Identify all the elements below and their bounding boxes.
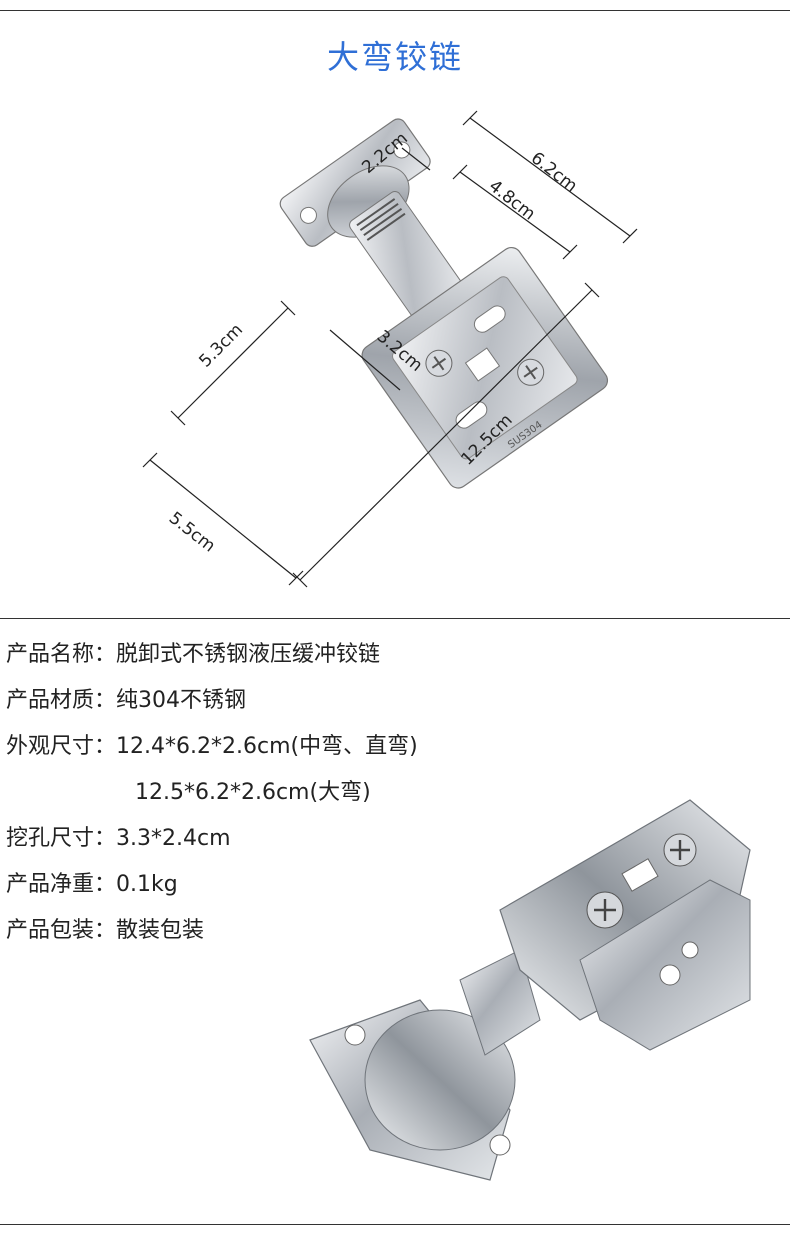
spec-value: 散装包装: [116, 918, 205, 943]
spec-list: 产品名称：脱卸式不锈钢液压缓冲铰链 产品材质：纯304不锈钢 外观尺寸：12.4…: [6, 632, 486, 954]
spec-value: 3.3*2.4cm: [116, 826, 231, 851]
spec-label: 产品名称：: [6, 642, 117, 667]
spec-row-weight: 产品净重：0.1kg: [6, 862, 486, 908]
hinge-diagram-icon: SUS304 2.2cm 6.2cm 4.8cm 5.3cm 3.2cm 12.…: [142, 110, 638, 588]
spec-row-size: 外观尺寸：12.4*6.2*2.6cm(中弯、直弯): [6, 724, 486, 770]
spec-label: 产品净重：: [6, 872, 117, 897]
spec-value: 脱卸式不锈钢液压缓冲铰链: [116, 642, 381, 667]
spec-row-name: 产品名称：脱卸式不锈钢液压缓冲铰链: [6, 632, 486, 678]
dim-label-4-8: 4.8cm: [485, 176, 539, 224]
dim-label-5-3: 5.3cm: [195, 320, 247, 372]
bottom-divider: [0, 1224, 790, 1225]
spec-row-package: 产品包装：散装包装: [6, 908, 486, 954]
spec-value: 0.1kg: [116, 872, 178, 897]
spec-label: 产品包装：: [6, 918, 117, 943]
middle-divider: [0, 618, 790, 619]
spec-row-size-alt: 12.5*6.2*2.6cm(大弯): [6, 770, 486, 816]
spec-value: 纯304不锈钢: [116, 688, 247, 713]
page-title: 大弯铰链: [326, 38, 463, 76]
hinge-photo-icon: [309, 799, 751, 1181]
spec-value: 12.5*6.2*2.6cm(大弯): [135, 780, 371, 805]
top-divider: [0, 10, 790, 11]
dim-label-5-5: 5.5cm: [165, 508, 219, 556]
dim-label-6-2: 6.2cm: [527, 148, 581, 196]
spec-value: 12.4*6.2*2.6cm(中弯、直弯): [116, 734, 418, 759]
spec-label: 挖孔尺寸：: [6, 826, 117, 851]
spec-label: 外观尺寸：: [6, 734, 117, 759]
spec-row-hole: 挖孔尺寸：3.3*2.4cm: [6, 816, 486, 862]
spec-label: 产品材质：: [6, 688, 117, 713]
spec-row-material: 产品材质：纯304不锈钢: [6, 678, 486, 724]
